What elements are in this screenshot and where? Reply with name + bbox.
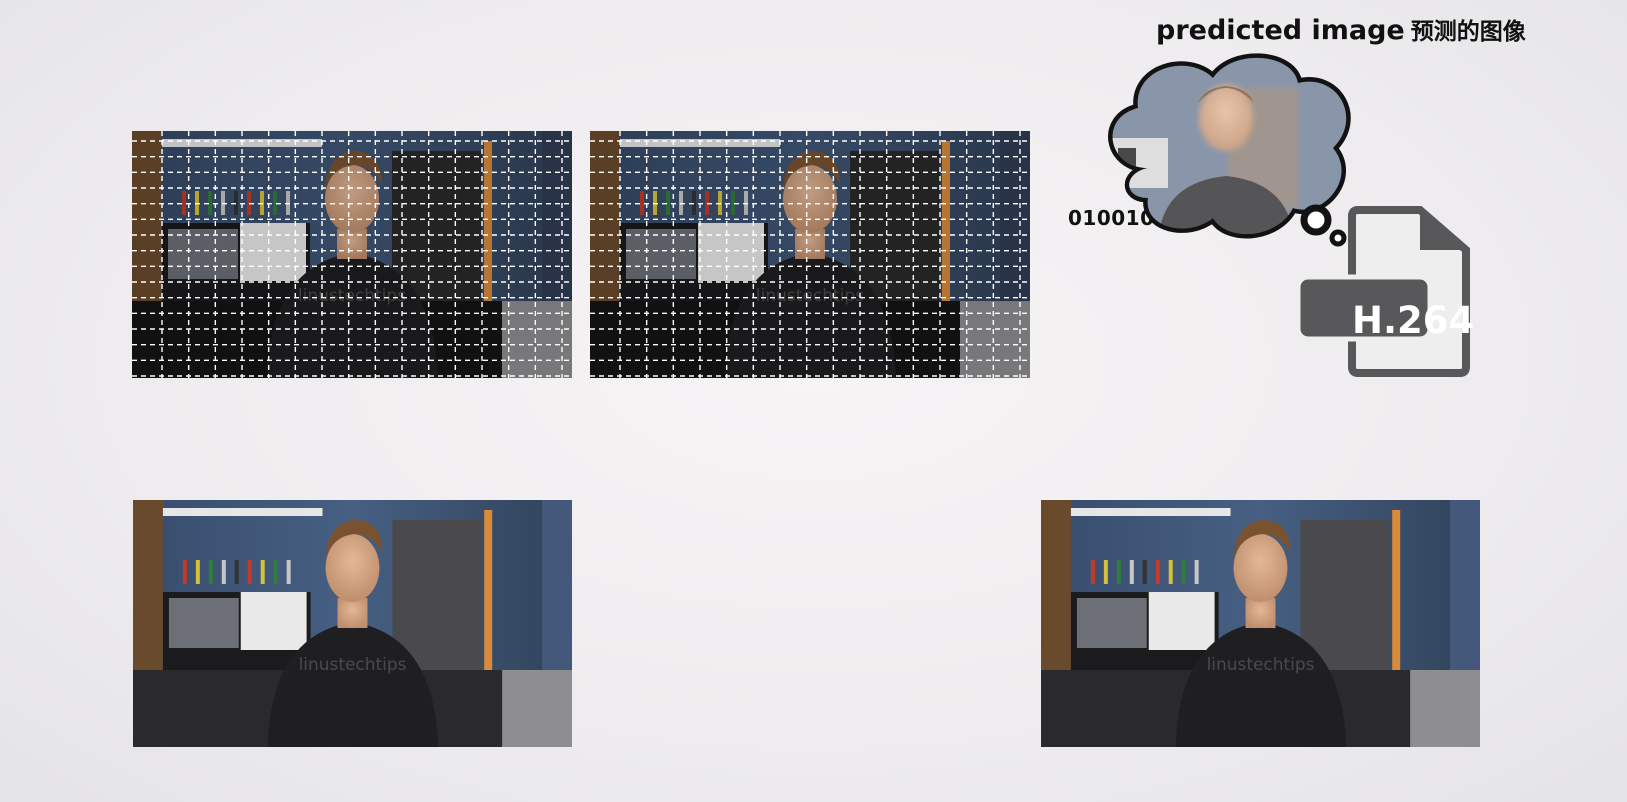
person-hair: [782, 151, 840, 191]
person-neck: [337, 229, 367, 259]
tool: [1155, 560, 1160, 584]
person-hair: [1232, 520, 1291, 560]
side-cabinet: [502, 670, 572, 747]
frame-scene: linustechtips: [1041, 500, 1480, 747]
orange-bar: [1392, 510, 1401, 670]
person-shirt: [1175, 622, 1347, 747]
tool: [640, 191, 644, 215]
source-frame: linustechtips: [133, 500, 572, 747]
tool: [234, 191, 238, 215]
person-shirt: [725, 253, 896, 378]
person-face: [1233, 534, 1288, 602]
tool: [286, 560, 291, 584]
orange-bar: [484, 141, 492, 301]
tool: [208, 191, 212, 215]
shirt-logo: linustechtips: [756, 286, 864, 306]
shelf: [162, 508, 323, 516]
tool: [692, 191, 696, 215]
person-face: [325, 534, 380, 602]
tool: [273, 191, 277, 215]
tool: [273, 560, 278, 584]
shirt-logo: linustechtips: [298, 286, 406, 306]
monitor-screen: [626, 229, 696, 279]
tool: [182, 560, 187, 584]
caption-english: predicted image: [1156, 15, 1405, 46]
person-face: [325, 165, 379, 233]
tool: [666, 191, 670, 215]
person-shirt: [267, 253, 438, 378]
codec-label: H.264: [1352, 299, 1475, 342]
person-hair: [324, 151, 382, 191]
tool: [221, 560, 226, 584]
person-face: [783, 165, 837, 233]
predicted-image: [1112, 57, 1347, 235]
shirt-logo: linustechtips: [1207, 655, 1315, 675]
tool: [1181, 560, 1186, 584]
side-cabinet: [1410, 670, 1480, 747]
frame-scene: linustechtips: [133, 500, 572, 747]
shelf: [1070, 508, 1231, 516]
shirt-logo: linustechtips: [299, 655, 407, 675]
thought-cloud: [1108, 53, 1351, 247]
monitor-screen: [1076, 598, 1147, 648]
tool: [260, 560, 265, 584]
monitor-white-block: [1148, 592, 1215, 650]
tool: [1116, 560, 1121, 584]
encoded-frame-2: linustechtips: [590, 131, 1030, 378]
monitor-white-block: [240, 592, 307, 650]
person-hair: [324, 520, 383, 560]
person-shirt: [267, 622, 439, 747]
tool: [195, 560, 200, 584]
tool: [731, 191, 735, 215]
monitor-screen: [168, 229, 238, 279]
orange-bar: [484, 510, 493, 670]
person-neck: [1245, 598, 1276, 628]
tool: [234, 560, 239, 584]
tool: [1090, 560, 1095, 584]
macroblock-grid: [132, 131, 572, 378]
orange-bar: [942, 141, 950, 301]
person-neck: [795, 229, 825, 259]
tool: [1194, 560, 1199, 584]
person-neck: [337, 598, 368, 628]
document-icon: [1295, 206, 1470, 377]
tool: [1142, 560, 1147, 584]
macroblock-grid: [590, 131, 1030, 378]
caption-chinese: 预测的图像: [1410, 19, 1526, 45]
tool: [247, 560, 252, 584]
decoded-frame: linustechtips: [1041, 500, 1480, 747]
tool: [1129, 560, 1134, 584]
tool: [1103, 560, 1108, 584]
tool: [182, 191, 186, 215]
tool: [208, 560, 213, 584]
encoded-frame-1: linustechtips: [132, 131, 572, 378]
tool: [1168, 560, 1173, 584]
monitor-screen: [168, 598, 239, 648]
